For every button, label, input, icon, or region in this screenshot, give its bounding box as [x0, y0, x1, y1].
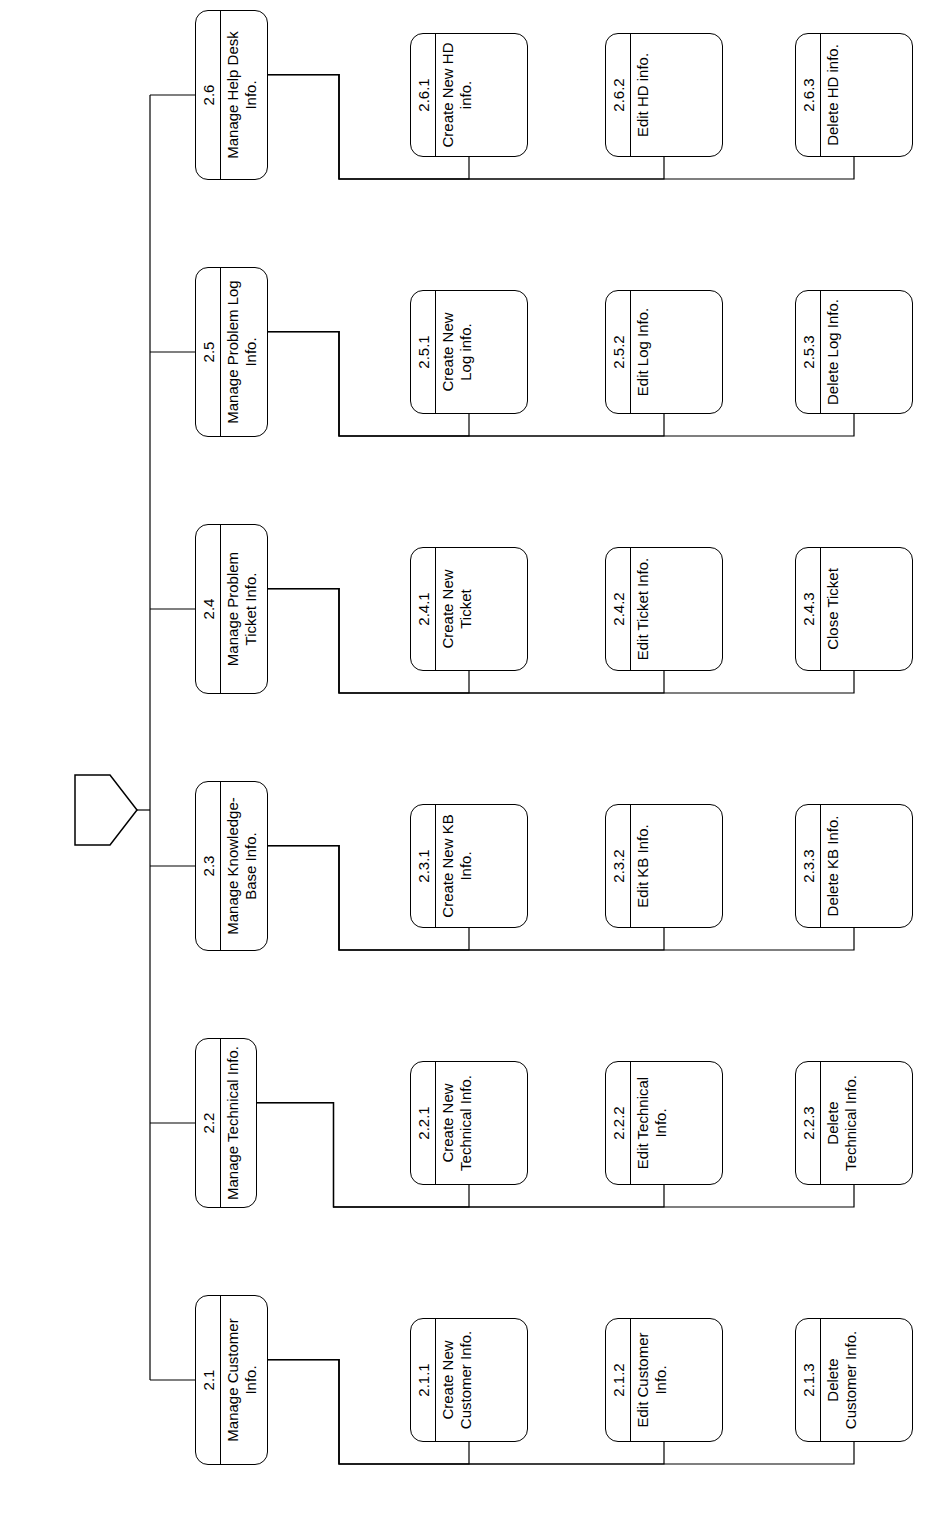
subprocess-box: 2.6.2Edit HD info.: [605, 33, 723, 157]
subprocess-box: 2.5.2Edit Log Info.: [605, 290, 723, 414]
process-label: Delete KB Info.: [821, 805, 847, 927]
process-number: 2.6.1: [411, 34, 436, 156]
process-number: 2.3.1: [411, 805, 436, 927]
subprocess-box: 2.3.3Delete KB Info.: [795, 804, 913, 928]
branch-stub: [150, 1379, 195, 1380]
process-label: Edit Technical Info.: [631, 1062, 675, 1184]
process-label: Edit Ticket Info.: [631, 548, 657, 670]
subprocess-box: 2.5.3Delete Log Info.: [795, 290, 913, 414]
branch-stub: [150, 94, 195, 95]
subprocess-box: 2.2.1Create New Technical Info.: [410, 1061, 528, 1185]
process-label: Edit Log Info.: [631, 291, 657, 413]
process-label: Manage Knowledge-Base Info.: [221, 782, 265, 950]
process-label: Create New HD info.: [436, 34, 480, 156]
process-box: 2.4Manage Problem Ticket Info.: [195, 524, 268, 694]
subprocess-box: 2.1.3Delete Customer Info.: [795, 1318, 913, 1442]
process-number: 2.2.3: [796, 1062, 821, 1184]
subprocess-box: 2.5.1Create New Log info.: [410, 290, 528, 414]
process-number: 2.6.2: [606, 34, 631, 156]
tree-connector: [268, 75, 854, 179]
process-label: Create New KB Info.: [436, 805, 480, 927]
subprocess-box: 2.6.3Delete HD info.: [795, 33, 913, 157]
subprocess-box: 2.6.1Create New HD info.: [410, 33, 528, 157]
subprocess-box: 2.2.2Edit Technical Info.: [605, 1061, 723, 1185]
tree-connector: [268, 1360, 854, 1464]
process-label: Delete Technical Info.: [821, 1062, 865, 1184]
process-number: 2.6: [196, 11, 221, 179]
tree-connector: [268, 589, 854, 693]
subprocess-box: 2.4.2Edit Ticket Info.: [605, 547, 723, 671]
process-label: Create New Customer Info.: [436, 1319, 480, 1441]
process-number: 2.3: [196, 782, 221, 950]
process-number: 2.1: [196, 1296, 221, 1464]
process-number: 2.1.1: [411, 1319, 436, 1441]
subprocess-box: 2.4.3Close Ticket: [795, 547, 913, 671]
process-label: Manage Problem Ticket Info.: [221, 525, 265, 693]
root-stub: [137, 809, 150, 810]
process-number: 2.3.2: [606, 805, 631, 927]
process-number: 2.3.3: [796, 805, 821, 927]
process-box: 2.1Manage Customer Info.: [195, 1295, 268, 1465]
process-label: Manage Help Desk Info.: [221, 11, 265, 179]
process-number: 2.1.2: [606, 1319, 631, 1441]
branch-stub: [150, 1122, 195, 1123]
process-number: 2.2.1: [411, 1062, 436, 1184]
process-number: 2.5: [196, 268, 221, 436]
tree-connector: [257, 1103, 854, 1207]
process-label: Edit HD info.: [631, 34, 657, 156]
process-number: 2.1.3: [796, 1319, 821, 1441]
process-number: 2.6.3: [796, 34, 821, 156]
process-number: 2.4.1: [411, 548, 436, 670]
process-label: Create New Ticket: [436, 548, 480, 670]
process-number: 2.5.1: [411, 291, 436, 413]
branch-stub: [150, 865, 195, 866]
tree-connector: [268, 332, 854, 436]
branch-stub: [150, 608, 195, 609]
process-number: 2.2.2: [606, 1062, 631, 1184]
tree-connector: [268, 846, 854, 950]
process-number: 2.4.3: [796, 548, 821, 670]
subprocess-box: 2.1.1Create New Customer Info.: [410, 1318, 528, 1442]
subprocess-box: 2.1.2Edit Customer Info.: [605, 1318, 723, 1442]
branch-stub: [150, 351, 195, 352]
process-box: 2.2Manage Technical Info.: [195, 1038, 257, 1208]
subprocess-box: 2.3.1Create New KB Info.: [410, 804, 528, 928]
subprocess-box: 2.3.2Edit KB Info.: [605, 804, 723, 928]
process-box: 2.5Manage Problem Log Info.: [195, 267, 268, 437]
process-number: 2.4: [196, 525, 221, 693]
process-label: Manage Customer Info.: [221, 1296, 265, 1464]
subprocess-box: 2.2.3Delete Technical Info.: [795, 1061, 913, 1185]
branch-bus: [149, 95, 150, 1380]
process-box: 2.6Manage Help Desk Info.: [195, 10, 268, 180]
process-number: 2.5.2: [606, 291, 631, 413]
process-label: Delete Log Info.: [821, 291, 847, 413]
off-page-connector: [75, 775, 137, 845]
process-label: Create New Log info.: [436, 291, 480, 413]
process-label: Edit KB Info.: [631, 805, 657, 927]
process-box: 2.3Manage Knowledge-Base Info.: [195, 781, 268, 951]
process-label: Edit Customer Info.: [631, 1319, 675, 1441]
process-label: Manage Problem Log Info.: [221, 268, 265, 436]
process-number: 2.5.3: [796, 291, 821, 413]
process-label: Delete HD info.: [821, 34, 847, 156]
process-label: Delete Customer Info.: [821, 1319, 865, 1441]
process-number: 2.2: [196, 1039, 221, 1207]
process-label: Close Ticket: [821, 548, 847, 670]
process-number: 2.4.2: [606, 548, 631, 670]
subprocess-box: 2.4.1Create New Ticket: [410, 547, 528, 671]
process-label: Manage Technical Info.: [221, 1039, 247, 1207]
process-label: Create New Technical Info.: [436, 1062, 480, 1184]
